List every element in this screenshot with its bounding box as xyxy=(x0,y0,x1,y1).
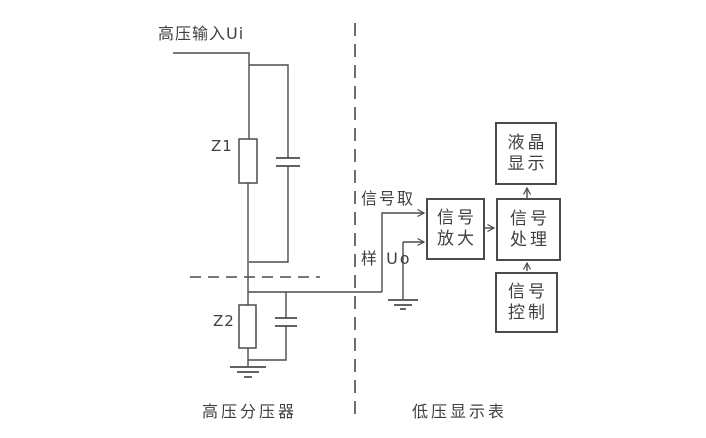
lcd-display-block-line2: 显示 xyxy=(507,153,548,174)
z1-label: Z1 xyxy=(211,137,233,155)
capacitor-1 xyxy=(276,157,300,167)
z2-label: Z2 xyxy=(213,312,235,330)
signal-arrows-group xyxy=(381,186,532,292)
signal-sampling-label-line2: 样 Uo xyxy=(361,249,412,268)
signal-controller-block: 信号 控制 xyxy=(495,272,558,333)
ground-symbol-amplifier xyxy=(388,299,418,310)
signal-amplifier-block: 信号 放大 xyxy=(426,198,485,260)
signal-processor-block-line2: 处理 xyxy=(510,229,550,250)
signal-processor-block: 信号 处理 xyxy=(496,198,561,261)
capacitor-2 xyxy=(275,317,297,327)
capacitor2-bottom-branch-wire xyxy=(248,326,287,361)
signal-amplifier-block-line2: 放大 xyxy=(437,229,477,249)
signal-sampling-label: 信号取 样 Uo xyxy=(361,149,415,309)
signal-controller-block-line1: 信号 xyxy=(508,281,548,302)
wires-group xyxy=(173,52,404,366)
signal-sampling-label-line1: 信号取 xyxy=(361,189,416,208)
sampling-to-amplifier-wire xyxy=(381,208,426,292)
lcd-display-block: 液晶 显示 xyxy=(495,122,557,185)
lcd-display-block-line1: 液晶 xyxy=(507,132,548,153)
ground-symbol-divider xyxy=(230,366,266,378)
hv-input-wire xyxy=(173,52,250,139)
z1-resistor xyxy=(238,138,258,184)
signal-controller-block-line2: 控制 xyxy=(508,302,548,323)
hv-divider-section-label: 高压分压器 xyxy=(202,402,298,421)
signal-amplifier-block-line1: 信号 xyxy=(437,208,477,228)
capacitor1-bottom-branch-wire xyxy=(249,166,289,263)
signal-processor-block-line1: 信号 xyxy=(510,208,550,229)
lv-display-section-label: 低压显示表 xyxy=(412,402,508,421)
capacitor1-top-branch-wire xyxy=(249,64,289,158)
hv-input-label: 高压输入Ui xyxy=(158,24,245,43)
z2-resistor xyxy=(238,304,257,349)
